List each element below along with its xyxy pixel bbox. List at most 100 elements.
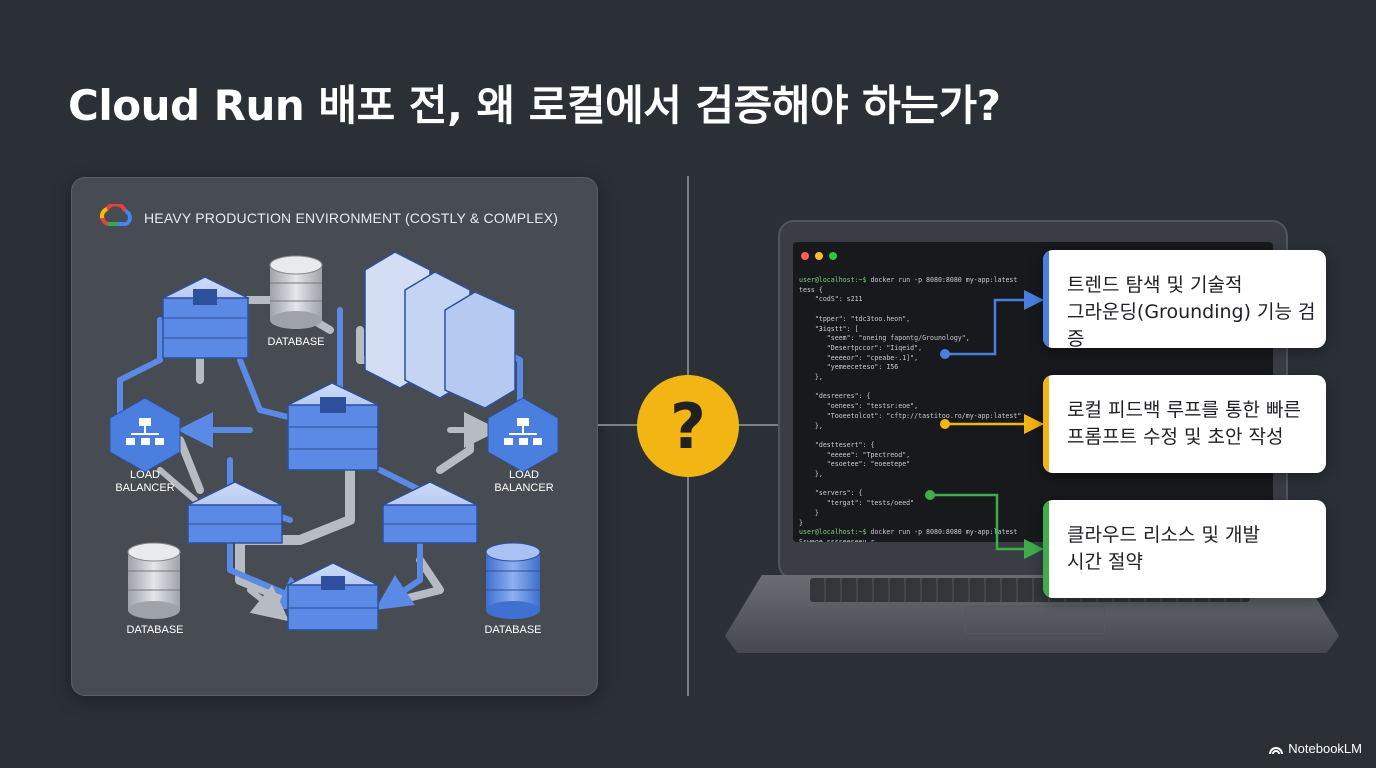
router-right bbox=[381, 481, 479, 544]
card-cost-saving: 클라우드 리소스 및 개발 시간 절약 bbox=[1043, 500, 1326, 598]
page-title: Cloud Run 배포 전, 왜 로컬에서 검증해야 하는가? bbox=[68, 81, 1001, 130]
infrastructure-diagram bbox=[109, 251, 559, 631]
terminal-text: }, bbox=[799, 373, 823, 382]
terminal-line: "servers": { bbox=[799, 489, 1049, 499]
card-text: 트렌드 탐색 및 기술적 그라운딩(Grounding) 기능 검증 bbox=[1067, 272, 1316, 348]
window-controls bbox=[801, 252, 837, 260]
card-accent-bar bbox=[1043, 375, 1049, 473]
connector-blue bbox=[940, 290, 1044, 359]
card-text: 클라우드 리소스 및 개발 시간 절약 bbox=[1067, 522, 1316, 576]
database-bottom-right bbox=[485, 542, 541, 619]
terminal-text: "yemeeceteso": I56 bbox=[799, 363, 899, 372]
server-stack-bottom bbox=[286, 562, 380, 631]
tower-servers bbox=[364, 251, 516, 409]
google-cloud-icon bbox=[98, 202, 134, 232]
terminal-text: "servers": { bbox=[799, 489, 863, 498]
terminal-line: }, bbox=[799, 422, 1049, 432]
terminal-text: Ssweoe sssseeseeu r. bbox=[799, 537, 879, 542]
terminal-line: user@localhost:~$ docker run -p 8080:808… bbox=[799, 528, 1049, 538]
terminal-line: }, bbox=[799, 373, 1049, 383]
card-line2: 그라운딩(Grounding) 기능 검증 bbox=[1067, 301, 1316, 348]
database-bottom-left bbox=[127, 542, 181, 619]
terminal-prompt: user@localhost:~$ bbox=[799, 276, 867, 284]
terminal-line: } bbox=[799, 509, 1049, 519]
terminal-text: "codS": s211 bbox=[799, 295, 863, 304]
terminal-text: "desttesert": { bbox=[799, 440, 875, 449]
terminal-text: docker run -p 8080:8080 my-app:latest bbox=[866, 276, 1018, 284]
notebooklm-brand: NotebookLM bbox=[1269, 741, 1362, 756]
database-top-label: DATABASE bbox=[267, 336, 325, 348]
terminal-text: }, bbox=[799, 470, 823, 479]
question-mark-icon: ? bbox=[637, 375, 739, 477]
terminal-line: "eeeeor": "cpeabe-.1]", bbox=[799, 354, 1049, 364]
connector-yellow bbox=[940, 414, 1044, 434]
laptop-trackpad bbox=[965, 606, 1105, 634]
card-line1: 로컬 피드백 루프를 통한 빠른 bbox=[1067, 399, 1301, 421]
minimize-dot-icon bbox=[815, 252, 823, 260]
database-bottom-left-label: DATABASE bbox=[126, 624, 184, 636]
terminal-text: } bbox=[799, 508, 819, 517]
terminal-line: "Desertpccor": "Iiqeid", bbox=[799, 344, 1049, 354]
terminal-text: "esoetee": "eoeetepe" bbox=[799, 460, 911, 469]
terminal-line: "3iqstt": [ bbox=[799, 325, 1049, 335]
terminal-line: "yemeeceteso": I56 bbox=[799, 363, 1049, 373]
terminal-line: "codS": s211 bbox=[799, 295, 1049, 305]
horizontal-divider-left bbox=[598, 424, 640, 426]
terminal-line: }, bbox=[799, 470, 1049, 480]
card-line2: 시간 절약 bbox=[1067, 551, 1143, 573]
database-bottom-right-label: DATABASE bbox=[484, 624, 542, 636]
terminal-text: "Desertpccor": "Iiqeid", bbox=[799, 343, 923, 352]
load-balancer-left-label-line2: BALANCER bbox=[115, 482, 175, 494]
terminal-line: "eeeee": "Tpectreod", bbox=[799, 451, 1049, 461]
terminal-text: "seem": "oneing fapontg/Grounology", bbox=[799, 334, 970, 343]
card-line2: 프롬프트 수정 및 초안 작성 bbox=[1067, 426, 1284, 448]
terminal-line: "tpper": "tdc3too.heon", bbox=[799, 315, 1049, 325]
terminal-text: "tergat": "tests/oeed" bbox=[799, 499, 915, 508]
card-line1: 클라우드 리소스 및 개발 bbox=[1067, 524, 1260, 546]
horizontal-divider-right bbox=[738, 424, 778, 426]
terminal-line: "tergat": "tests/oeed" bbox=[799, 499, 1049, 509]
load-balancer-right-label-line1: LOAD bbox=[509, 469, 539, 481]
terminal-line: "esoetee": "eoeetepe" bbox=[799, 460, 1049, 470]
terminal-text: }, bbox=[799, 421, 823, 430]
card-line1: 트렌드 탐색 및 기술적 bbox=[1067, 274, 1243, 296]
terminal-line: "desttesert": { bbox=[799, 441, 1049, 451]
terminal-line: "seem": "oneing fapontg/Grounology", bbox=[799, 334, 1049, 344]
close-dot-icon bbox=[801, 252, 809, 260]
terminal-line: "oenees": "testsr:eoe", bbox=[799, 402, 1049, 412]
brand-label: NotebookLM bbox=[1288, 741, 1362, 756]
terminal-text: docker run -p 8080:8080 my-app:latest bbox=[866, 528, 1018, 537]
terminal-line: "desreeres": { bbox=[799, 392, 1049, 402]
panel-header-label: HEAVY PRODUCTION ENVIRONMENT (COSTLY & C… bbox=[144, 210, 559, 226]
connector-green bbox=[925, 490, 1044, 559]
terminal-text: "eeeeor": "cpeabe-.1]", bbox=[799, 353, 919, 362]
terminal-text: } bbox=[799, 518, 803, 527]
terminal-text: "Tooeetolcot": "cftp://tastitoo.ro/my-ap… bbox=[799, 411, 1022, 420]
terminal-text: "eeeee": "Tpectreod", bbox=[799, 450, 911, 459]
load-balancer-left-label-line1: LOAD bbox=[130, 469, 160, 481]
notebooklm-logo-icon bbox=[1269, 746, 1284, 754]
card-accent-bar bbox=[1043, 250, 1049, 348]
terminal-line: user@localhost:~$ docker run -p 8080:808… bbox=[799, 276, 1049, 286]
terminal-prompt: user@localhost:~$ bbox=[799, 528, 867, 537]
terminal-text: "3iqstt": [ bbox=[799, 324, 859, 333]
terminal-output: user@localhost:~$ docker run -p 8080:808… bbox=[799, 276, 1049, 542]
database-top bbox=[269, 255, 323, 329]
load-balancer-left bbox=[109, 397, 181, 473]
panel-header: HEAVY PRODUCTION ENVIRONMENT (COSTLY & C… bbox=[98, 202, 559, 232]
terminal-text: "tpper": "tdc3too.heon", bbox=[799, 314, 911, 323]
load-balancer-right-label-line2: BALANCER bbox=[494, 482, 554, 494]
card-text: 로컬 피드백 루프를 통한 빠른 프롬프트 수정 및 초안 작성 bbox=[1067, 397, 1316, 451]
server-stack-center bbox=[286, 382, 380, 471]
router-left bbox=[186, 481, 284, 544]
maximize-dot-icon bbox=[829, 252, 837, 260]
terminal-line: tess { bbox=[799, 286, 1049, 296]
load-balancer-right bbox=[487, 397, 559, 473]
terminal-text: tess { bbox=[799, 285, 823, 294]
terminal-line: "Tooeetolcot": "cftp://tastitoo.ro/my-ap… bbox=[799, 412, 1049, 422]
terminal-line: } bbox=[799, 519, 1049, 529]
card-grounding: 트렌드 탐색 및 기술적 그라운딩(Grounding) 기능 검증 bbox=[1043, 250, 1326, 348]
card-accent-bar bbox=[1043, 500, 1049, 598]
terminal-text: "oenees": "testsr:eoe", bbox=[799, 402, 919, 411]
